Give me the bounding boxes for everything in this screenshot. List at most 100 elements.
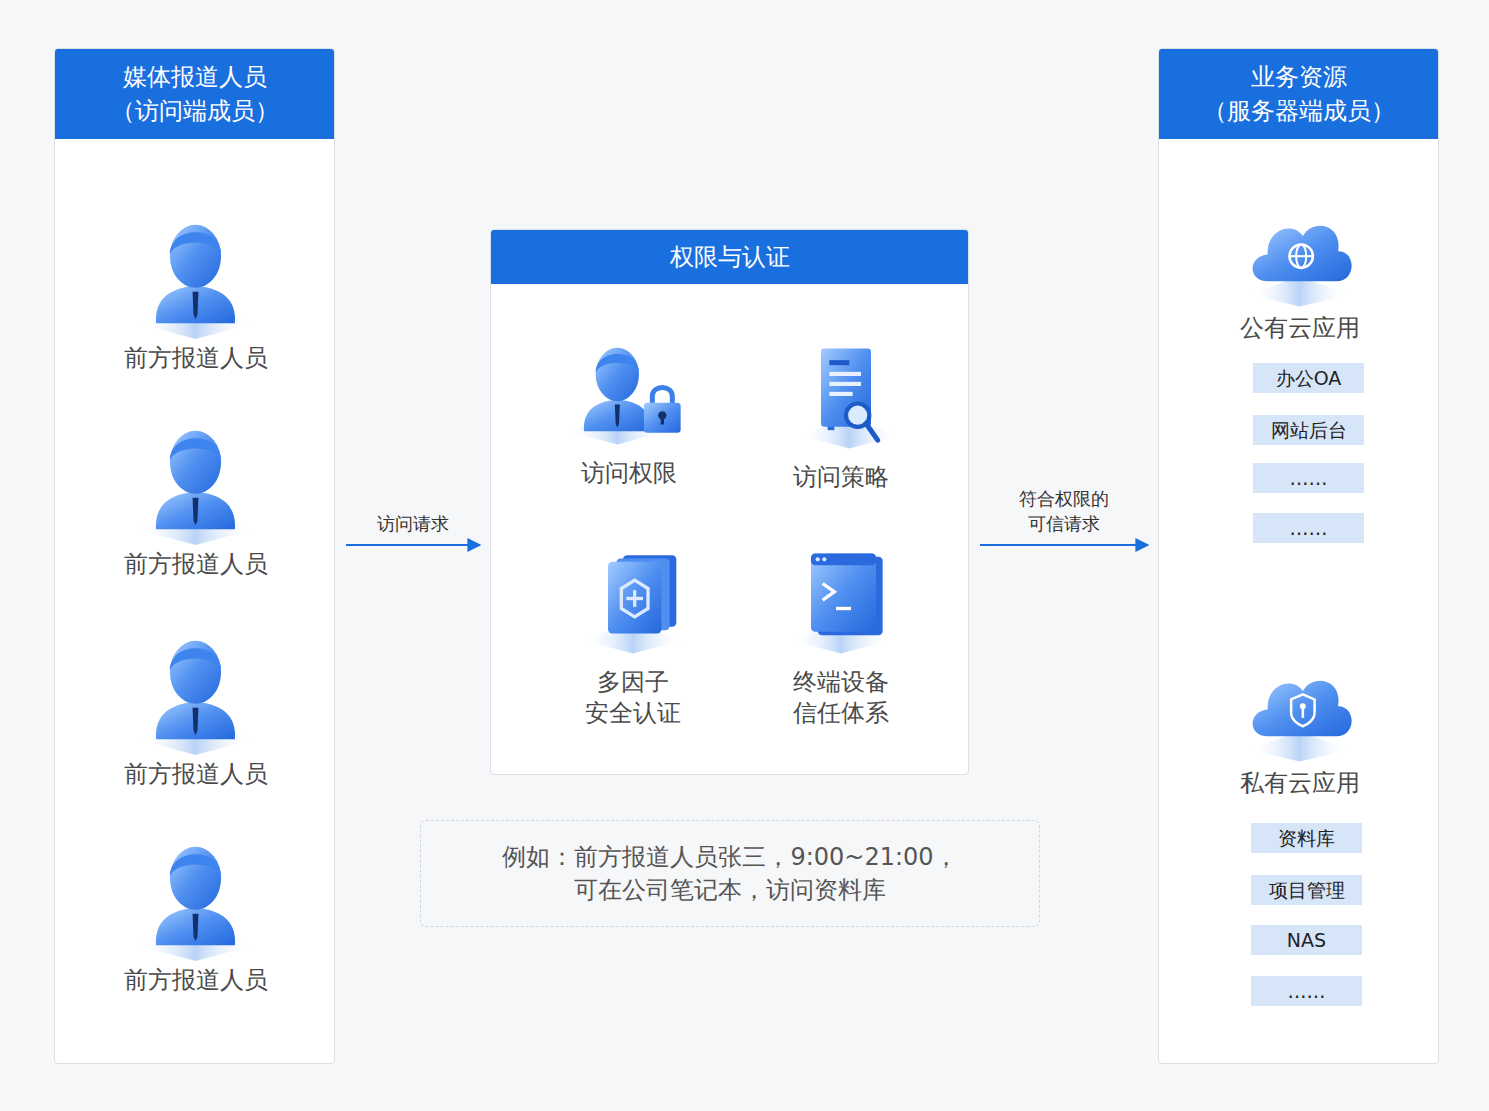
icon-shape — [626, 597, 643, 600]
node-label: 前方报道人员 — [124, 965, 268, 996]
icon-shape — [836, 607, 851, 610]
icon-shape — [822, 557, 826, 561]
icon-shape — [170, 854, 221, 876]
app-tag: NAS — [1287, 925, 1326, 955]
term-icon — [741, 537, 941, 665]
cloudlock-icon — [1199, 648, 1400, 766]
pill-node: …… — [1253, 513, 1364, 543]
icon-shape — [829, 392, 852, 396]
icon-shape — [661, 416, 664, 424]
app-tag: …… — [1290, 513, 1328, 543]
group-node: 私有云应用资料库项目管理 NAS …… — [1199, 648, 1400, 1018]
pill-node: …… — [1253, 463, 1364, 493]
icon-shape — [193, 292, 199, 320]
item-node: 前方报道人员 — [75, 419, 316, 594]
person-icon — [75, 419, 316, 547]
note-node: 例如：前方报道人员张三，9:00~21:00， 可在公司笔记本，访问资料库 — [420, 820, 1040, 927]
icon-shape — [1253, 226, 1352, 282]
icon-shape — [1289, 255, 1312, 257]
panel-header: 权限与认证 — [491, 230, 968, 284]
icon-shape — [621, 580, 648, 617]
icon-shape — [193, 708, 199, 736]
edge-label: 访问请求 — [374, 511, 452, 536]
lockperson-icon — [529, 328, 729, 456]
app-tag: …… — [1288, 976, 1326, 1006]
icon-shape — [584, 400, 651, 432]
icon-shape — [829, 372, 861, 376]
node-label: 私有云应用 — [1240, 768, 1360, 798]
item-node: 前方报道人员 — [75, 213, 316, 388]
icon-shape — [644, 403, 681, 433]
panel-node: 业务资源 （服务器端成员）公有云应用办公OA网站后台…………私有云应用资料库项目… — [1158, 48, 1439, 1064]
icon-shape — [652, 387, 672, 404]
icon-shape — [170, 431, 221, 494]
item-node: 前方报道人员 — [75, 629, 316, 804]
panel-node: 权限与认证访问权限 访问策略多因子 安全认证 终端设备 信任体系 — [490, 229, 969, 775]
node-label: 前方报道人员 — [124, 343, 268, 374]
item-node: 多因子 安全认证 — [533, 537, 733, 737]
icon-shape — [156, 492, 235, 529]
icon-shape — [170, 232, 221, 254]
icon-shape — [193, 498, 199, 526]
item-node: 终端设备 信任体系 — [741, 537, 941, 737]
icon-shape — [170, 847, 221, 910]
app-tag: 项目管理 — [1269, 875, 1345, 905]
node-label: 公有云应用 — [1240, 313, 1360, 343]
icon-shape — [829, 360, 849, 365]
node-label: 前方报道人员 — [124, 759, 268, 790]
person-icon — [75, 629, 316, 757]
panel-node: 媒体报道人员 （访问端成员） 前方报道人员前方报道人员前方报道人员前方报道人员 — [54, 48, 335, 1064]
icon-shape — [170, 225, 221, 288]
icon-shape — [823, 584, 835, 601]
icon-shape — [829, 382, 861, 386]
icon-shape — [193, 914, 199, 942]
flow-arrow — [980, 544, 1148, 546]
item-node: 前方报道人员 — [75, 835, 316, 1010]
panel-title: 业务资源 （服务器端成员） — [1199, 60, 1398, 128]
panel-header: 媒体报道人员 （访问端成员） — [55, 49, 334, 139]
icon-shape — [156, 908, 235, 945]
icon-shape — [1302, 708, 1305, 718]
pill-node: 办公OA — [1253, 363, 1364, 393]
panel-header: 业务资源 （服务器端成员） — [1159, 49, 1438, 139]
item-node: 访问权限 — [529, 328, 729, 508]
icon-shape — [156, 286, 235, 323]
item-node: 访问策略 — [741, 332, 941, 512]
icon-shape — [615, 405, 620, 428]
icon-shape — [811, 554, 876, 632]
pill-node: 网站后台 — [1253, 415, 1364, 445]
panel-title: 权限与认证 — [670, 240, 790, 274]
panel-title: 媒体报道人员 （访问端成员） — [107, 60, 282, 128]
person-icon — [75, 213, 316, 341]
app-tag: 网站后台 — [1271, 415, 1347, 445]
pill-node: 资料库 — [1251, 823, 1362, 853]
node-label: 终端设备 信任体系 — [789, 667, 892, 729]
shield-icon — [533, 537, 733, 665]
person-icon — [75, 835, 316, 963]
icon-shape — [596, 348, 639, 401]
icon-shape — [596, 354, 639, 373]
app-tag: 资料库 — [1278, 823, 1335, 853]
app-tag: 办公OA — [1276, 363, 1342, 393]
icon-shape — [821, 349, 871, 427]
icon-shape — [811, 554, 876, 566]
icon-shape — [170, 648, 221, 670]
icon-shape — [608, 562, 661, 634]
app-tag: …… — [1290, 463, 1328, 493]
node-label: 多因子 安全认证 — [581, 667, 684, 729]
node-label: 访问策略 — [793, 462, 889, 493]
icon-shape — [1253, 681, 1352, 737]
icon-shape — [816, 557, 820, 561]
icon-shape — [170, 641, 221, 704]
pill-node: …… — [1251, 976, 1362, 1006]
icon-shape — [170, 438, 221, 460]
icon-shape — [1291, 694, 1314, 726]
node-label: 前方报道人员 — [124, 549, 268, 580]
node-label: 例如：前方报道人员张三，9:00~21:00， 可在公司笔记本，访问资料库 — [490, 841, 970, 907]
pill-node: 项目管理 — [1251, 875, 1362, 905]
flow-arrow — [346, 544, 480, 546]
node-label: 访问权限 — [581, 458, 677, 489]
doc-icon — [741, 332, 941, 460]
